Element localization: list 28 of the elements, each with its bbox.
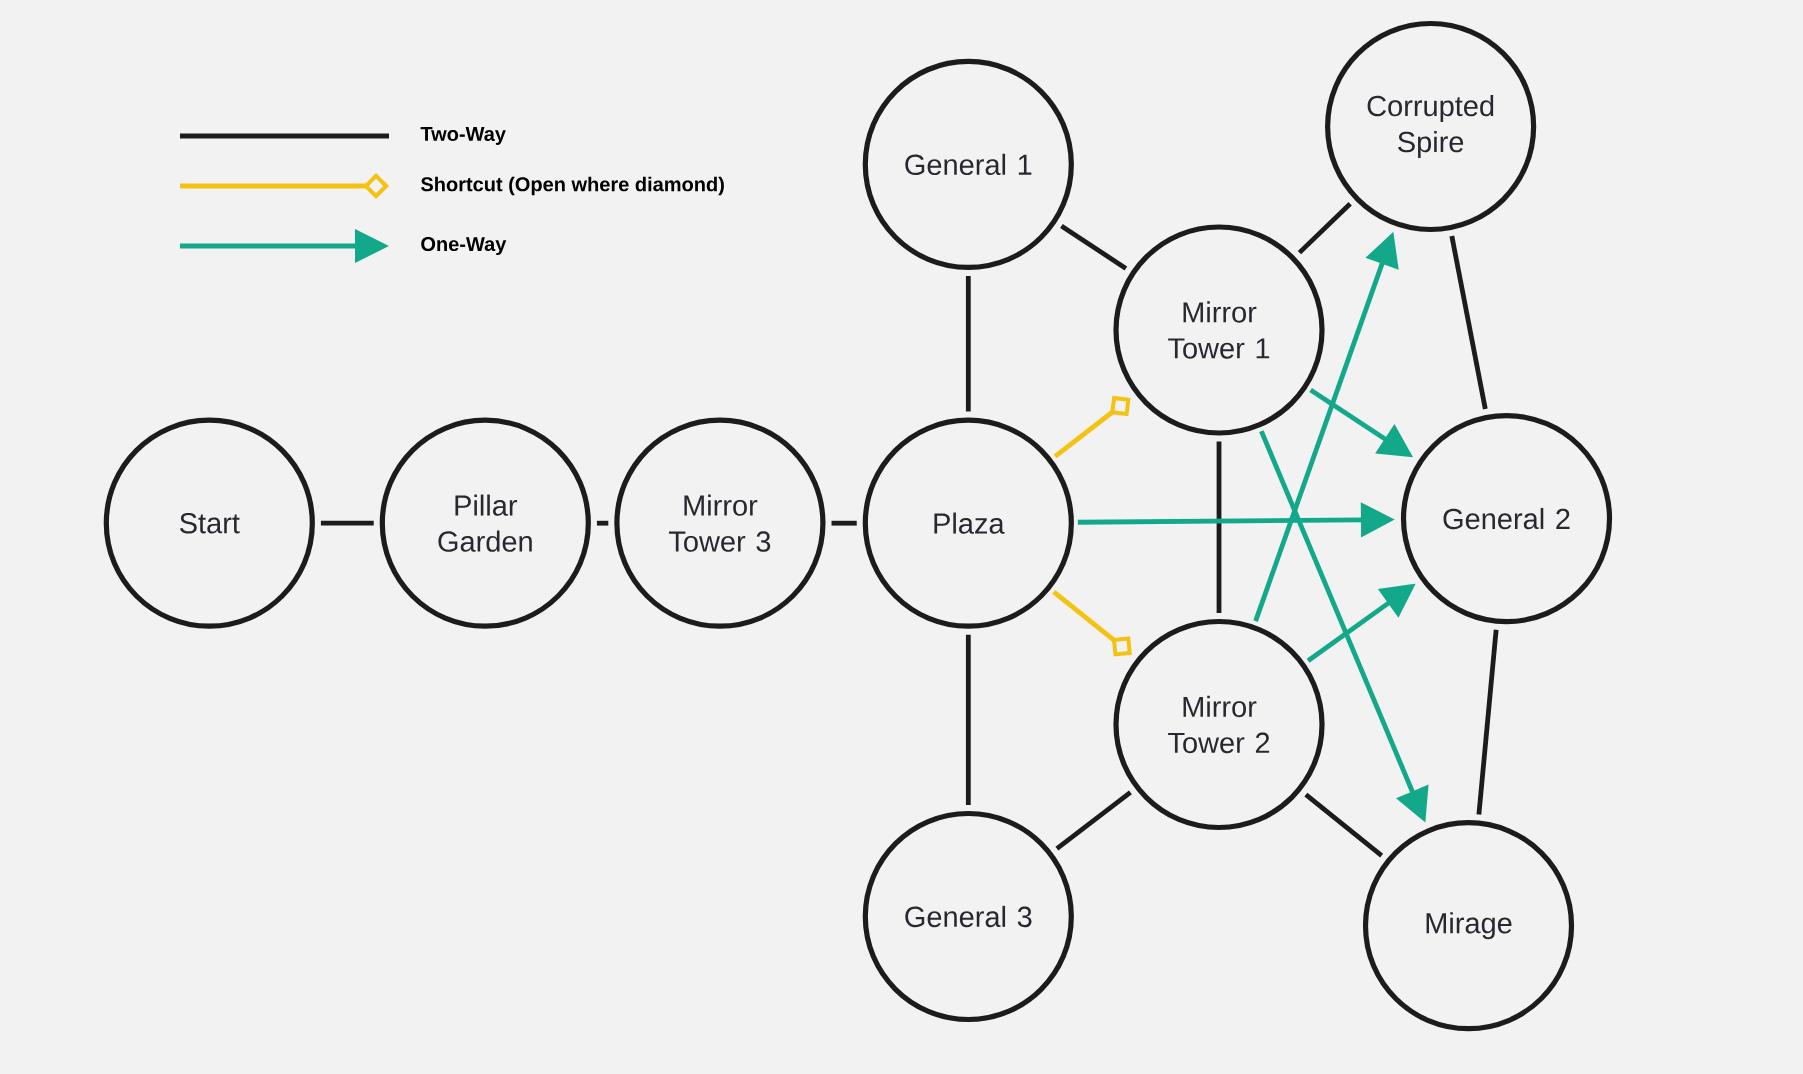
circle-node: Pillar Garden xyxy=(379,417,591,629)
legend-label: One-Way xyxy=(421,236,507,256)
circle-node: Mirror Tower 1 xyxy=(1113,224,1325,436)
circle-node: Mirror Tower 2 xyxy=(1113,618,1325,831)
connector-line xyxy=(320,520,374,526)
circle-node: General 1 xyxy=(862,58,1074,270)
circle-node: Corrupted Spire xyxy=(1325,20,1537,233)
connector-line xyxy=(1216,441,1222,613)
arrow xyxy=(1053,395,1131,459)
connector-line xyxy=(965,634,971,805)
circle-node: General 2 xyxy=(1400,413,1613,625)
arrow xyxy=(1052,589,1132,657)
connector-line xyxy=(965,276,971,412)
circle-node: General 3 xyxy=(862,810,1074,1023)
connector-line xyxy=(1060,223,1128,271)
connector-line xyxy=(596,520,609,526)
legend-label: Shortcut (Open where diamond) xyxy=(420,176,724,196)
circle-node: Plaza xyxy=(862,417,1074,629)
connector-line xyxy=(1476,629,1499,815)
connector-line xyxy=(1055,790,1132,851)
connector-line xyxy=(1449,235,1488,410)
circle-node: Start xyxy=(103,417,315,629)
connector-line xyxy=(1297,202,1352,255)
legend-label: Two-Way xyxy=(420,127,506,145)
connector-line xyxy=(1304,792,1384,858)
circle-node: Mirror Tower 3 xyxy=(614,417,826,629)
circle-node: Mirage xyxy=(1362,820,1575,1032)
connector-line xyxy=(831,520,857,526)
